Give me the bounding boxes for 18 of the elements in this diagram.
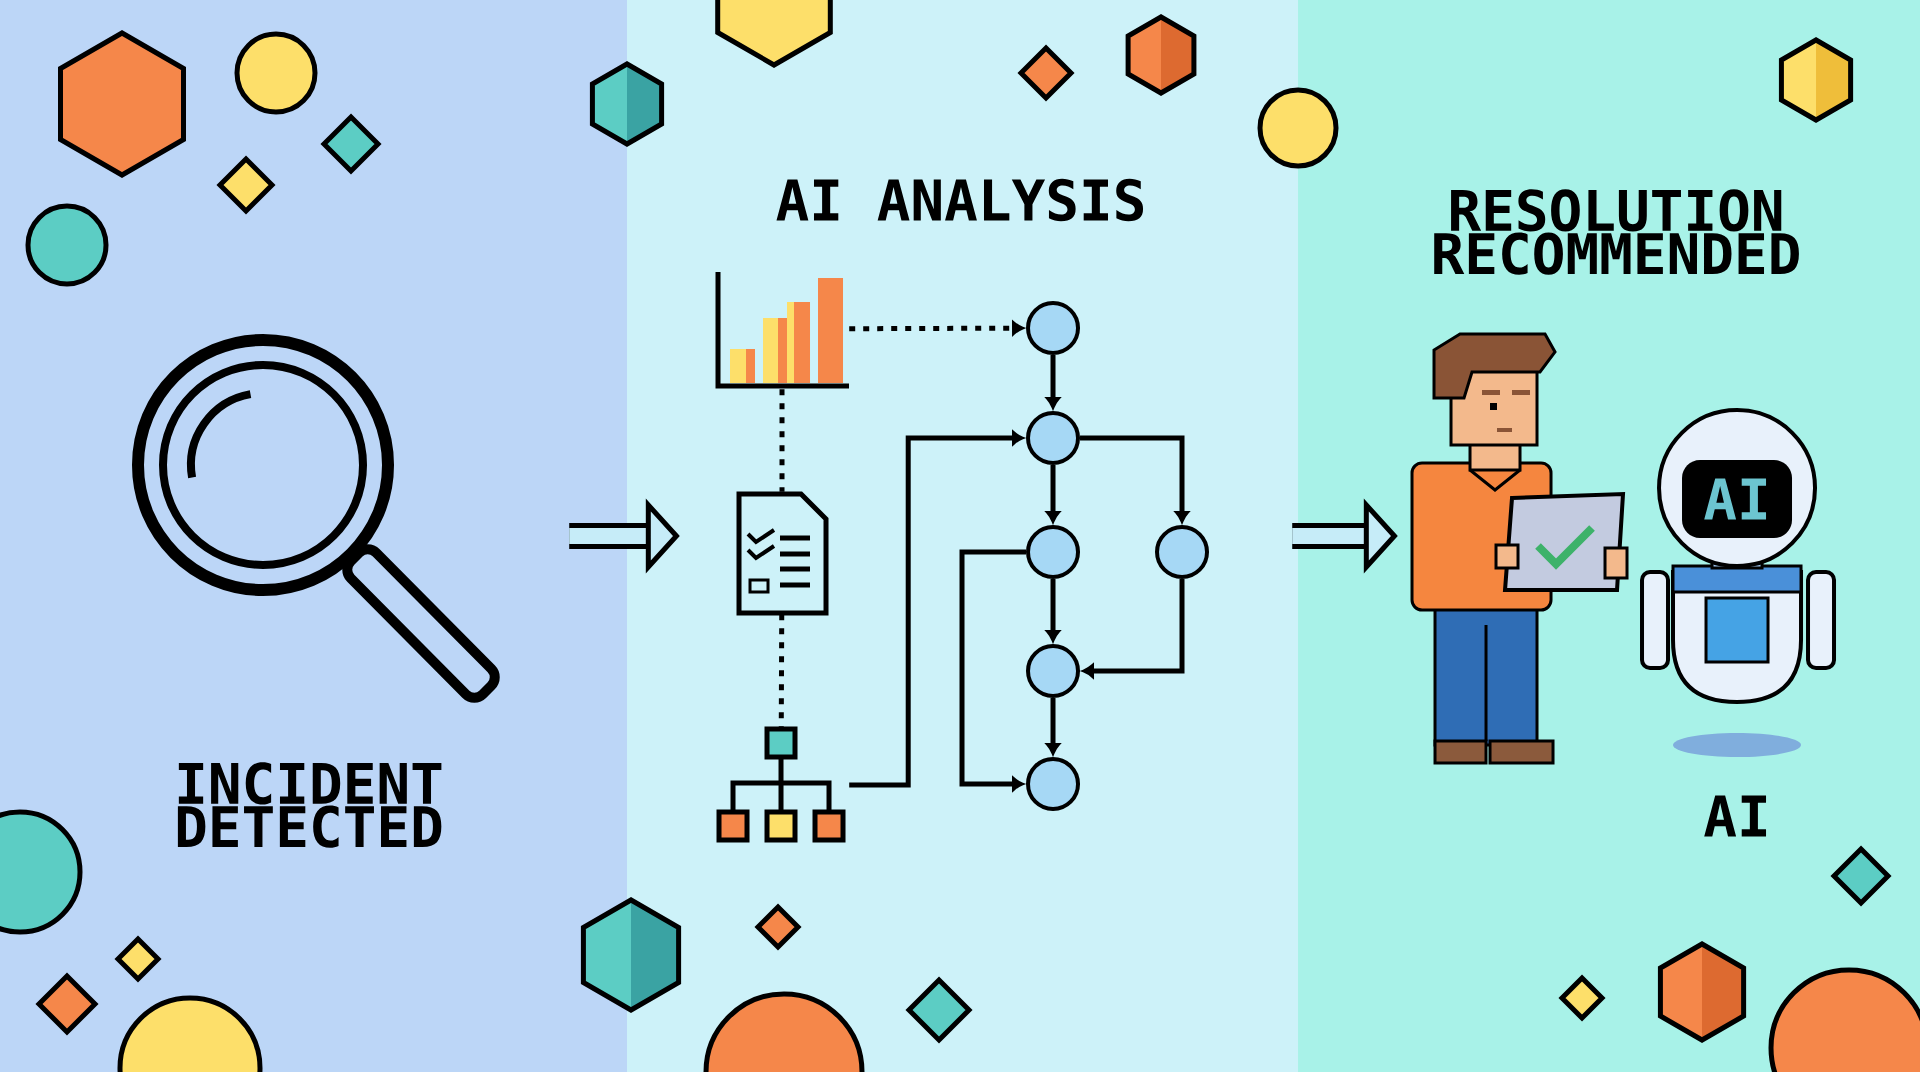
checklist-icon [736, 491, 829, 616]
arrow [849, 431, 1024, 788]
arrow [1046, 579, 1061, 642]
arrow [1046, 698, 1061, 755]
bar-chart-icon [715, 272, 849, 389]
screen-text: AI [1704, 478, 1767, 520]
connector-line [778, 614, 785, 728]
flow-circle [1026, 525, 1080, 579]
arrow [1082, 579, 1185, 678]
arrow [1046, 355, 1061, 409]
flow-circle [1155, 525, 1209, 579]
arrow [1080, 435, 1190, 523]
robot-caption: AI [1704, 795, 1767, 837]
arrow [849, 321, 1024, 336]
connector-line [779, 389, 785, 492]
arrow [1046, 465, 1061, 523]
hierarchy-icon [716, 726, 846, 843]
arrow [959, 549, 1026, 791]
